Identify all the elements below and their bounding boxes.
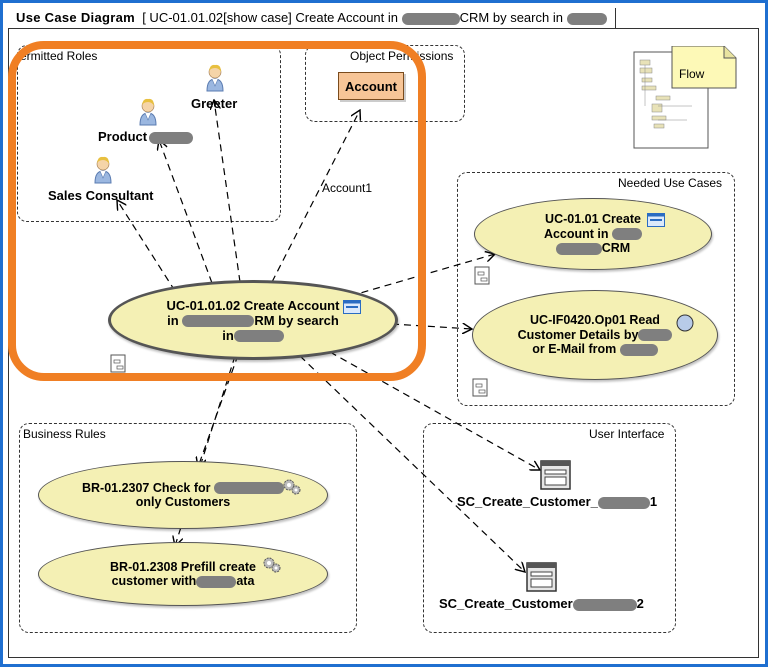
actor-product-label: Product <box>98 129 148 144</box>
gears-icon <box>263 557 281 573</box>
screen2-label-b: 2 <box>636 596 644 611</box>
use-case-uc-if0420-text: UC-IF0420.Op01 Read Customer Details by … <box>518 313 673 357</box>
redacted-text <box>566 12 607 25</box>
redacted-text <box>149 131 194 144</box>
gears-icon <box>283 479 301 495</box>
redacted-text <box>619 343 658 356</box>
screen-icon <box>526 562 557 592</box>
diagram-header: Use Case Diagram [ UC-01.01.02[show case… <box>10 8 616 29</box>
screen1-label-a: SC_Create_Customer_ <box>457 494 598 509</box>
flow-diagram-thumbnail[interactable] <box>632 46 740 150</box>
diagram-link-icon[interactable] <box>474 266 494 286</box>
redacted-text <box>233 330 284 343</box>
actor-sales-consultant[interactable]: Sales Consultant <box>48 188 154 203</box>
diagram-kind: Use Case Diagram <box>16 10 135 25</box>
business-rule-br-01-2308-text: BR-01.2308 Prefill create customer with a… <box>110 560 256 589</box>
flow-note-label: Flow <box>679 67 705 81</box>
uc2-line3: or E-Mail from <box>532 342 617 357</box>
main-use-case[interactable]: UC-01.01.02 Create Account in RM by sear… <box>108 280 398 360</box>
diagram-title: [ UC-01.01.02[show case] Create Account … <box>142 10 399 25</box>
uc1-line3: CRM <box>601 241 631 256</box>
main-use-case-line2a: in <box>167 312 179 328</box>
screen1-label-b: 1 <box>649 494 658 509</box>
redacted-text <box>196 575 237 588</box>
redacted-text <box>214 482 284 495</box>
use-case-uc-01-01[interactable]: UC-01.01 Create Account in CRM <box>474 198 712 270</box>
screen-sc-create-customer-1[interactable]: SC_Create_Customer_ 1 <box>457 494 657 509</box>
redacted-text <box>401 12 460 25</box>
main-use-case-line2b: RM by search <box>254 312 339 328</box>
group-label-user-interface: User Interface <box>589 427 665 441</box>
br2-line1: BR-01.2308 Prefill create <box>110 559 256 574</box>
main-use-case-line1: UC-01.01.02 Create Account <box>166 297 340 313</box>
main-use-case-line3: in <box>222 327 234 343</box>
redacted-text <box>555 242 602 255</box>
use-case-uc-if0420[interactable]: UC-IF0420.Op01 Read Customer Details by … <box>472 290 718 380</box>
redacted-text <box>612 228 643 241</box>
group-needed-use-cases[interactable] <box>457 172 735 406</box>
diagram-link-icon[interactable] <box>110 354 130 374</box>
screen-sc-create-customer-2[interactable]: SC_Create_Customer 2 <box>439 596 644 611</box>
interface-circle-icon <box>676 314 694 332</box>
redacted-text <box>572 598 637 611</box>
screen2-label-a: SC_Create_Customer <box>439 596 573 611</box>
uc2-line1: UC-IF0420.Op01 Read <box>530 313 660 328</box>
redacted-text <box>638 329 673 342</box>
br1-line2: only Customers <box>135 495 231 509</box>
ui-window-icon <box>343 300 361 314</box>
br2-line2a: customer with <box>111 574 197 588</box>
redacted-text <box>597 496 650 509</box>
group-label-business-rules: Business Rules <box>23 427 106 441</box>
actor-product[interactable]: Product <box>98 129 194 144</box>
business-rule-br-01-2308[interactable]: BR-01.2308 Prefill create customer with a… <box>38 542 328 606</box>
screen-icon <box>540 460 571 490</box>
group-label-needed-use-cases: Needed Use Cases <box>618 176 723 190</box>
group-user-interface[interactable] <box>423 423 676 633</box>
object-account[interactable]: Account <box>338 72 404 100</box>
redacted-text <box>182 315 255 328</box>
diagram-link-icon[interactable] <box>472 378 492 398</box>
diagram-title-mid: CRM by search in <box>459 10 563 25</box>
highlight-outline <box>8 41 426 381</box>
greeter-actor-icon <box>206 64 224 92</box>
ui-window-icon <box>647 213 665 227</box>
uc2-line2: Customer Details by <box>517 327 639 342</box>
business-rule-br-01-2307[interactable]: BR-01.2307 Check for only Customers <box>38 461 328 529</box>
uc1-line2: Account in <box>543 226 609 241</box>
actor-greeter[interactable]: Greeter <box>191 96 238 111</box>
br2-line2b: ata <box>236 574 255 588</box>
group-business-rules[interactable] <box>19 423 357 633</box>
edge-label-account: Account1 <box>322 181 373 195</box>
uc1-line1: UC-01.01 Create <box>545 212 641 227</box>
use-case-uc-01-01-text: UC-01.01 Create Account in CRM <box>543 212 643 256</box>
sales-consultant-actor-icon <box>94 156 112 184</box>
br1-line1: BR-01.2307 Check for <box>81 480 211 495</box>
main-use-case-text: UC-01.01.02 Create Account in RM by sear… <box>167 298 340 343</box>
business-rule-br-01-2307-text: BR-01.2307 Check for only Customers <box>82 481 284 510</box>
product-actor-icon <box>139 98 157 126</box>
